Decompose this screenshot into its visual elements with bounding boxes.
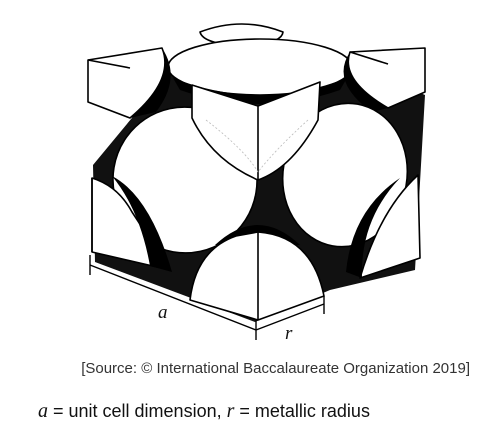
legend-r-text: = metallic radius — [234, 401, 370, 421]
dimension-r — [255, 296, 325, 331]
legend: a = unit cell dimension, r = metallic ra… — [38, 400, 370, 423]
legend-a-text: = unit cell dimension, — [48, 401, 227, 421]
edge-label-r: r — [285, 323, 293, 344]
legend-a-symbol: a — [38, 400, 48, 422]
source-caption: [Source: © International Baccalaureate O… — [81, 360, 470, 377]
corner-atom-bottom-right — [359, 174, 421, 279]
edge-label-a: a — [158, 302, 168, 323]
legend-r-symbol: r — [226, 400, 235, 422]
